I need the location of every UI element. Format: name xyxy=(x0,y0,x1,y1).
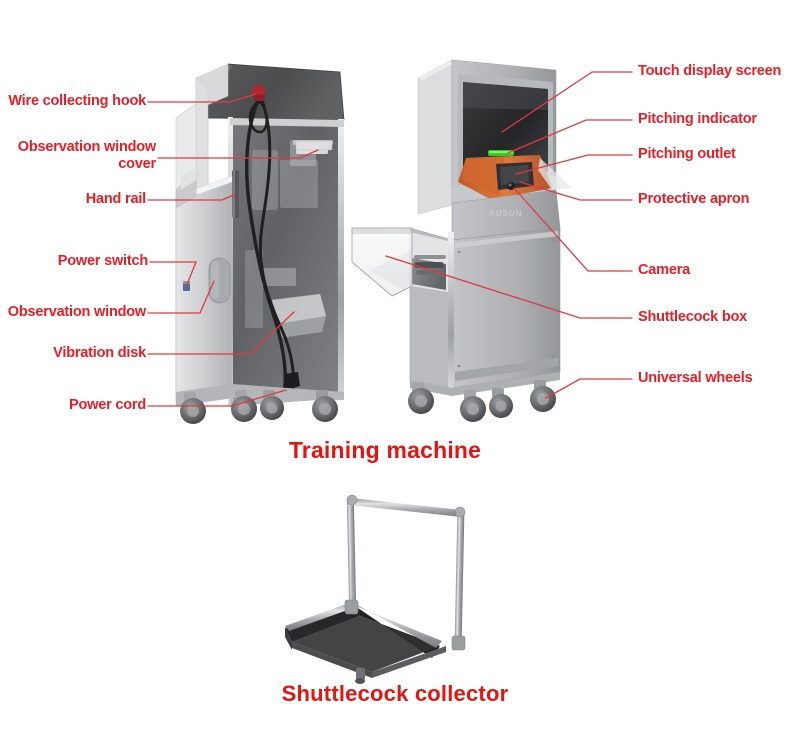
left-machine-wheels xyxy=(180,390,338,424)
leader-pitching-indicator xyxy=(507,119,633,154)
callout-shuttlecock-box: Shuttlecock box xyxy=(638,309,747,325)
leader-observation-window xyxy=(147,280,215,314)
caption-shuttlecock-collector: Shuttlecock collector xyxy=(281,681,509,706)
leader-vibration-disk xyxy=(147,311,295,355)
leader-hand-rail xyxy=(147,193,237,201)
shuttlecock-collector-illustration xyxy=(285,494,466,684)
callout-pitching-outlet: Pitching outlet xyxy=(638,146,736,162)
callout-power-switch: Power switch xyxy=(57,253,148,269)
caption-training-machine: Training machine xyxy=(288,437,482,463)
callout-vibration-disk: Vibration disk xyxy=(53,345,146,361)
leader-protective-apron xyxy=(519,181,633,201)
leader-lines xyxy=(147,71,633,407)
callout-camera: Camera xyxy=(638,262,690,278)
leader-shuttlecock-box xyxy=(385,255,633,319)
callout-universal-wheels: Universal wheels xyxy=(638,370,753,386)
leader-observation-window-cover xyxy=(157,149,319,159)
callout-observation-window: Observation window xyxy=(7,304,146,320)
leader-camera xyxy=(513,187,633,272)
leader-power-switch xyxy=(149,261,197,288)
leader-universal-wheels xyxy=(545,378,633,399)
callout-power-cord: Power cord xyxy=(69,397,146,413)
leader-wire-collecting-hook xyxy=(147,93,257,103)
leader-pitching-outlet xyxy=(515,154,633,175)
leader-power-cord xyxy=(147,389,287,407)
right-machine-illustration: PUSUN xyxy=(351,59,572,422)
callout-hand-rail: Hand rail xyxy=(85,191,146,207)
left-machine-illustration xyxy=(175,63,345,424)
callout-observation-window-cover: Observation window cover xyxy=(17,139,156,173)
callout-wire-collecting-hook: Wire collecting hook xyxy=(8,93,146,109)
leader-touch-display-screen xyxy=(501,71,633,133)
callout-touch-display-screen: Touch display screen xyxy=(638,63,782,79)
callout-pitching-indicator: Pitching indicator xyxy=(638,111,757,127)
right-machine-wheels xyxy=(408,380,556,422)
machine-logo: PUSUN xyxy=(489,209,522,218)
callout-protective-apron: Protective apron xyxy=(638,191,750,207)
